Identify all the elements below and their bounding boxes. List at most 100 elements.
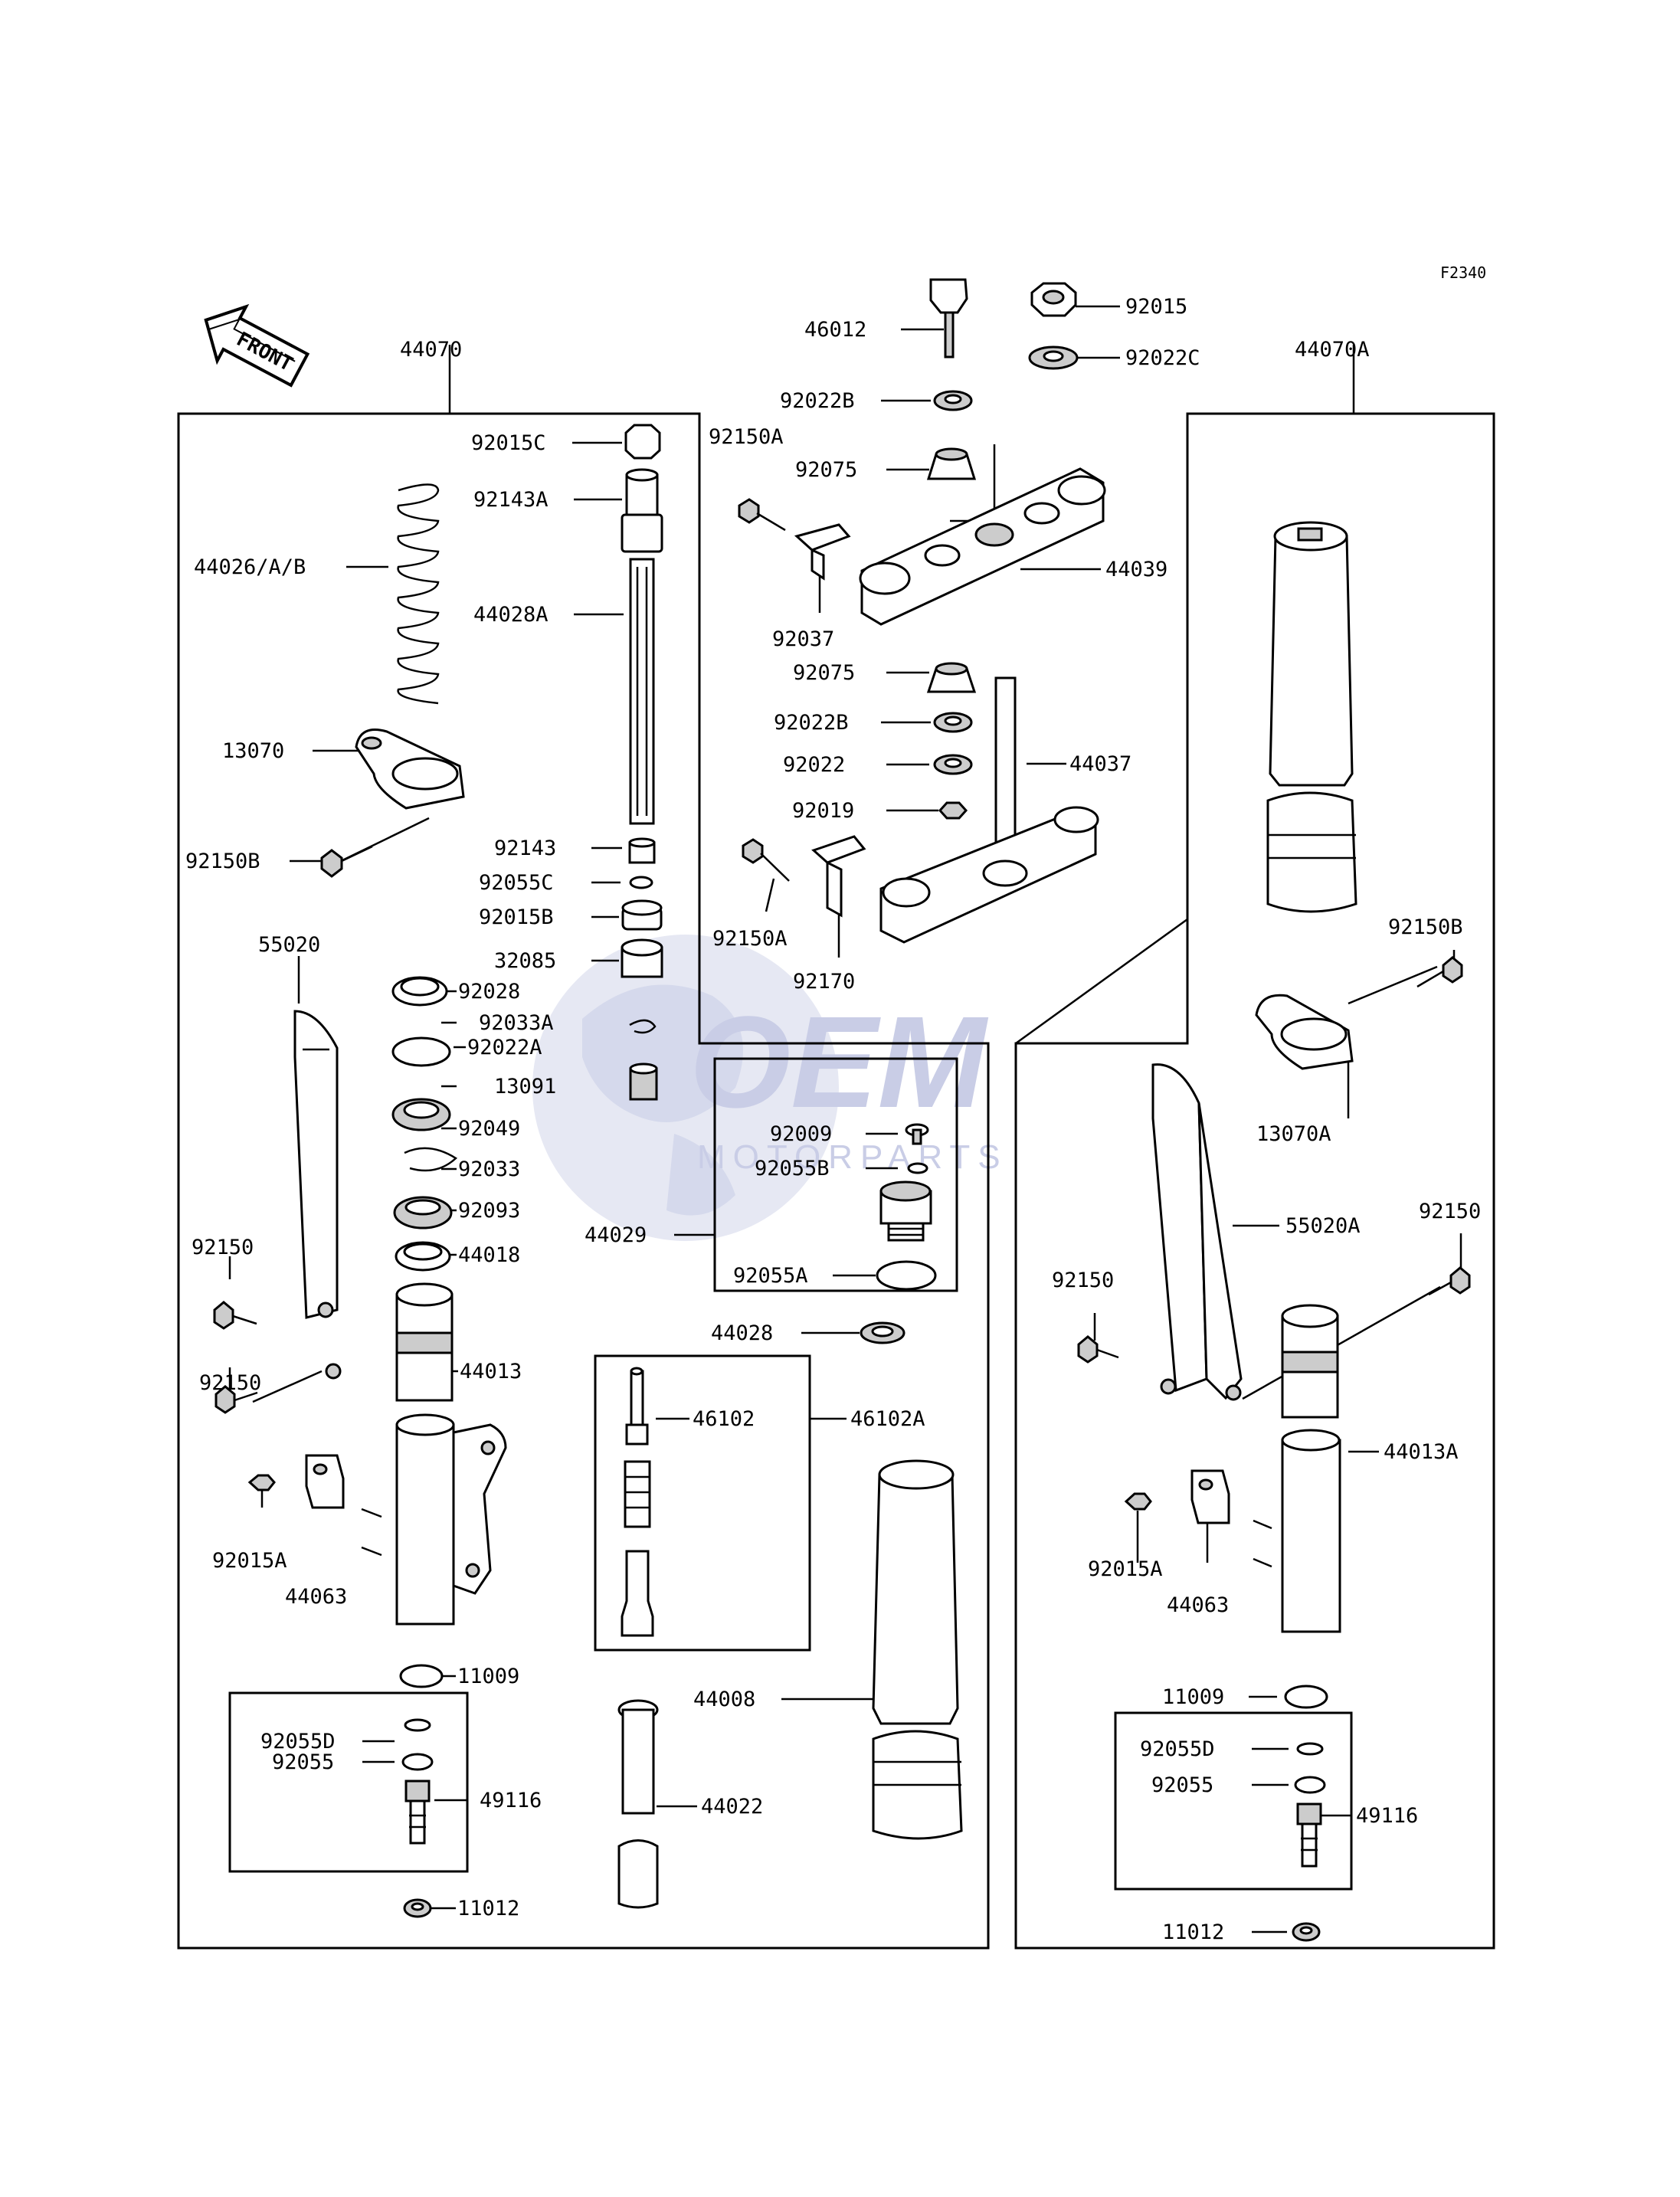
label-92022: 92022 xyxy=(783,753,845,777)
label-92015C: 92015C xyxy=(471,431,546,455)
part-11009-right-gasket-shape xyxy=(1284,1685,1328,1709)
part-49116-right-valve-shape xyxy=(1296,1802,1322,1868)
label-92022A: 92022A xyxy=(467,1036,542,1059)
part-92055B-oring-shape xyxy=(907,1162,928,1174)
part-44013A-upper-tube-shape xyxy=(1281,1304,1339,1419)
part-92028-ring-shape xyxy=(391,976,448,1007)
label-92055-left: 92055 xyxy=(272,1750,334,1774)
part-44029-cap-shape xyxy=(879,1180,932,1242)
label-55020A: 55020A xyxy=(1285,1214,1361,1238)
right-fork-parts xyxy=(1077,521,1471,1942)
part-44028-cap-shape xyxy=(860,1321,905,1344)
part-92019-nut-shape xyxy=(938,801,968,820)
label-92150B-right: 92150B xyxy=(1388,915,1463,939)
front-direction-arrow: FRONT xyxy=(204,303,310,388)
part-92033A-clip-shape xyxy=(629,1019,657,1034)
part-92015A-left-nut-shape xyxy=(247,1474,276,1491)
part-92055D-right-oring-shape xyxy=(1296,1742,1324,1756)
part-44022-inner-tube-shape xyxy=(617,1699,659,1909)
label-44037: 44037 xyxy=(1069,752,1131,776)
part-13070A-clamp-shape xyxy=(1255,994,1354,1070)
label-92150-right2: 92150 xyxy=(1419,1200,1481,1223)
label-92028: 92028 xyxy=(458,980,520,1004)
part-92022B-bottom-washer-shape xyxy=(933,712,973,733)
part-13070-clamp-shape xyxy=(355,729,465,810)
label-92055B: 92055B xyxy=(755,1157,830,1180)
label-49116-right: 49116 xyxy=(1356,1804,1418,1828)
damper-parts xyxy=(617,1123,963,1909)
label-92009: 92009 xyxy=(770,1122,832,1146)
part-92170-bracket-shape xyxy=(811,835,866,918)
label-44008: 44008 xyxy=(693,1688,755,1711)
part-92150B-right-bolt-shape xyxy=(1416,956,1463,988)
part-92150B-left-bolt-shape xyxy=(320,845,373,878)
label-92055-right: 92055 xyxy=(1151,1773,1213,1797)
left-air-valve-box xyxy=(228,1691,469,1873)
label-44028A: 44028A xyxy=(473,603,549,627)
label-44063-left: 44063 xyxy=(285,1585,347,1609)
label-49116-left: 49116 xyxy=(480,1789,542,1812)
part-92093-seal-shape xyxy=(393,1196,453,1229)
right-air-valve-box xyxy=(1114,1711,1353,1891)
label-44013: 44013 xyxy=(460,1360,522,1383)
part-44070A-outer-tube-shape xyxy=(1266,521,1357,913)
part-11009-left-gasket-shape xyxy=(399,1664,444,1688)
steering-head-parts xyxy=(738,278,1106,944)
label-11012-right: 11012 xyxy=(1162,1920,1224,1944)
part-92022-washer-shape xyxy=(933,754,973,775)
part-labels: 46012 92015 92022C 92022B 92150A 92075 4… xyxy=(185,295,1481,1944)
part-92150-right-bolt2-shape xyxy=(1428,1266,1471,1296)
label-92150-right1: 92150 xyxy=(1052,1269,1114,1292)
label-92075-top: 92075 xyxy=(795,458,857,482)
label-92022B-top: 92022B xyxy=(780,389,855,413)
part-92143A-shape xyxy=(621,468,663,553)
part-92055A-oring-shape xyxy=(876,1260,937,1291)
label-44070: 44070 xyxy=(400,338,462,362)
label-92143A: 92143A xyxy=(473,488,549,512)
part-92150A-top-bolt-shape xyxy=(738,498,786,532)
part-13091-plug-shape xyxy=(629,1062,658,1101)
label-92055A: 92055A xyxy=(733,1264,808,1288)
oem-motorparts-watermark: OEM MOTORPARTS xyxy=(532,935,1000,1241)
part-44013A-lower-leg-shape xyxy=(1281,1429,1341,1633)
part-44039-upper-triple-clamp-shape xyxy=(859,467,1106,626)
part-44028A-rod-shape xyxy=(629,558,655,825)
part-44013-upper-tube-shape xyxy=(395,1282,454,1402)
part-44063-left-cap-shape xyxy=(305,1454,382,1557)
label-46102A: 46102A xyxy=(850,1407,925,1431)
label-44028: 44028 xyxy=(711,1321,773,1345)
label-44063-right: 44063 xyxy=(1167,1593,1229,1617)
label-44029: 44029 xyxy=(585,1223,647,1247)
label-46012: 46012 xyxy=(804,318,866,342)
part-92143-collar-shape xyxy=(628,837,656,864)
label-13070A: 13070A xyxy=(1256,1122,1331,1146)
label-92055D-right: 92055D xyxy=(1140,1737,1215,1761)
watermark-brand: OEM xyxy=(689,990,989,1135)
label-11009-right: 11009 xyxy=(1162,1685,1224,1709)
part-92150A-bottom-bolt-shape xyxy=(742,838,790,882)
part-92015B-nut-shape xyxy=(621,899,663,931)
part-92022A-ring-shape xyxy=(391,1036,451,1067)
part-11012-right-washer-shape xyxy=(1292,1922,1321,1942)
left-fork-assembly-box xyxy=(177,412,990,1950)
label-92015A-right: 92015A xyxy=(1088,1557,1163,1581)
part-92150-left-bolt1-shape xyxy=(213,1301,257,1330)
part-92150-left-bolt2-shape xyxy=(215,1385,258,1414)
leader-lines xyxy=(228,305,1462,1933)
part-92150-right-bolt1-shape xyxy=(1077,1335,1119,1364)
label-92037: 92037 xyxy=(772,627,834,651)
part-92022B-top-washer-shape xyxy=(933,390,973,411)
label-44026AB: 44026/A/B xyxy=(194,555,306,579)
label-92022B-bottom: 92022B xyxy=(774,711,849,735)
label-92093: 92093 xyxy=(458,1199,520,1223)
label-11012-left: 11012 xyxy=(457,1897,519,1920)
left-fork-parts xyxy=(213,424,663,1918)
label-92033: 92033 xyxy=(458,1157,520,1181)
part-92049-seal-shape xyxy=(391,1098,451,1131)
label-92049: 92049 xyxy=(458,1117,520,1141)
part-92037-bracket-shape xyxy=(794,523,851,581)
figure-code: F2340 xyxy=(1440,264,1486,282)
assembly-boxes xyxy=(177,412,1495,1950)
part-49116-left-valve-shape xyxy=(404,1780,431,1845)
